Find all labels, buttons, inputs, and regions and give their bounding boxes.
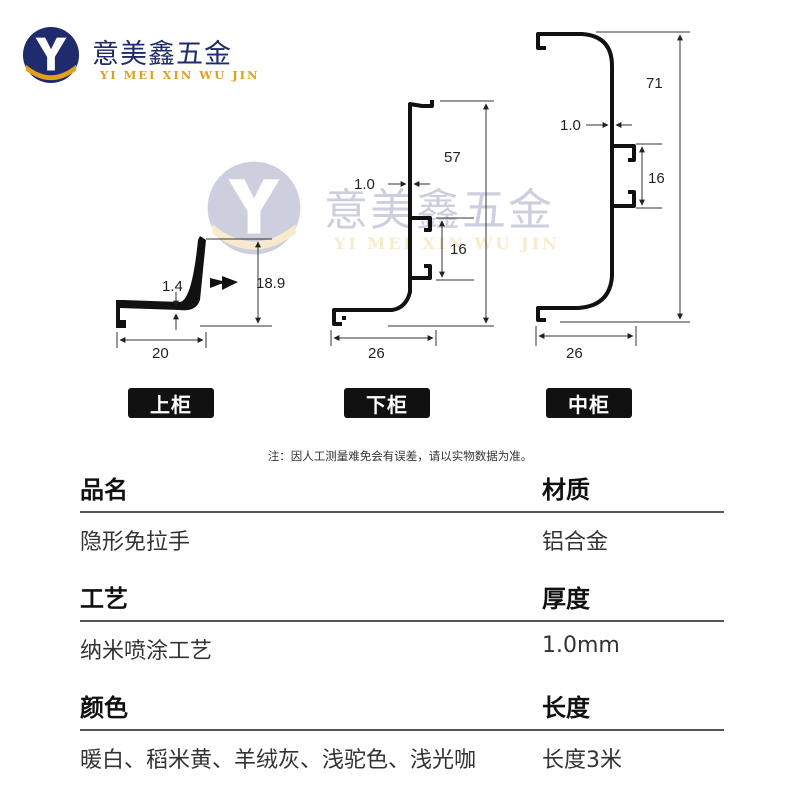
spec-value-row: 纳米喷涂工艺 1.0mm bbox=[80, 620, 724, 680]
spec-value-thickness: 1.0mm bbox=[542, 633, 620, 658]
profiles-diagram: 1.4 18.9 20 57 1.0 16 26 71 1.0 bbox=[116, 31, 690, 362]
middle-cabinet-profile bbox=[536, 32, 636, 322]
middle-thickness-label: 1.0 bbox=[560, 117, 581, 134]
spec-label-thickness: 厚度 bbox=[542, 585, 590, 613]
upper-width-label: 20 bbox=[152, 345, 169, 362]
lower-profile-shape bbox=[332, 100, 434, 326]
middle-dimensions bbox=[535, 31, 690, 346]
middle-groove-label: 16 bbox=[648, 170, 665, 187]
watermark: 意美鑫五金 YI MEI XIN WU JIN bbox=[200, 158, 620, 268]
lower-groove-label: 16 bbox=[450, 241, 467, 258]
upper-arrow-icon bbox=[210, 278, 226, 288]
spec-label-color: 颜色 bbox=[80, 694, 128, 722]
brand-name-cn: 意美鑫五金 bbox=[92, 39, 232, 70]
spec-header-row: 颜色 长度 bbox=[80, 680, 724, 729]
spec-header-row: 品名 材质 bbox=[80, 462, 724, 511]
watermark-name-en: YI MEI XIN WU JIN bbox=[334, 234, 560, 253]
lower-cabinet-profile bbox=[332, 100, 434, 326]
spec-value-row: 隐形免拉手 铝合金 bbox=[80, 511, 724, 571]
upper-arrow-icon-2 bbox=[222, 276, 238, 290]
brand-name-en: YI MEI XIN WU JIN bbox=[100, 68, 260, 82]
brand-logo: 意美鑫五金 YI MEI XIN WU JIN bbox=[22, 26, 262, 86]
spec-header-row: 工艺 厚度 bbox=[80, 571, 724, 620]
spec-label-name: 品名 bbox=[80, 476, 128, 504]
middle-profile-shape bbox=[536, 32, 636, 322]
brand-mark-icon bbox=[22, 26, 80, 84]
watermark-mark-icon bbox=[207, 161, 301, 255]
middle-height-label: 71 bbox=[646, 75, 663, 92]
upper-cabinet-profile bbox=[116, 236, 272, 348]
lower-width-label: 26 bbox=[368, 345, 385, 362]
tag-lower-cabinet: 下柜 bbox=[344, 388, 430, 418]
spec-label-length: 长度 bbox=[542, 694, 590, 722]
watermark-name-cn: 意美鑫五金 bbox=[324, 185, 554, 236]
upper-thickness-label: 1.4 bbox=[162, 278, 183, 295]
spec-label-process: 工艺 bbox=[80, 585, 128, 613]
spec-value-name: 隐形免拉手 bbox=[80, 530, 191, 555]
spec-table: 品名 材质 隐形免拉手 铝合金 工艺 厚度 纳米喷涂工艺 1.0mm 颜色 长度… bbox=[80, 462, 724, 789]
upper-height-label: 18.9 bbox=[256, 275, 285, 292]
spec-value-material: 铝合金 bbox=[542, 530, 609, 555]
spec-label-material: 材质 bbox=[542, 476, 590, 504]
spec-value-process: 纳米喷涂工艺 bbox=[80, 639, 213, 664]
spec-value-row: 暖白、稻米黄、羊绒灰、浅驼色、浅光咖 长度3米 bbox=[80, 729, 724, 789]
lower-height-label: 57 bbox=[444, 149, 461, 166]
tag-middle-cabinet: 中柜 bbox=[546, 388, 632, 418]
lower-thickness-label: 1.0 bbox=[354, 176, 375, 193]
measurement-note: 注：因人工测量难免会有误差，请以实物数据为准。 bbox=[267, 449, 533, 463]
tag-upper-cabinet: 上柜 bbox=[128, 388, 214, 418]
spec-value-color: 暖白、稻米黄、羊绒灰、浅驼色、浅光咖 bbox=[80, 748, 477, 773]
spec-value-length: 长度3米 bbox=[542, 748, 622, 773]
lower-dimensions bbox=[330, 100, 494, 346]
upper-profile-shape bbox=[116, 236, 206, 328]
middle-width-label: 26 bbox=[566, 345, 583, 362]
